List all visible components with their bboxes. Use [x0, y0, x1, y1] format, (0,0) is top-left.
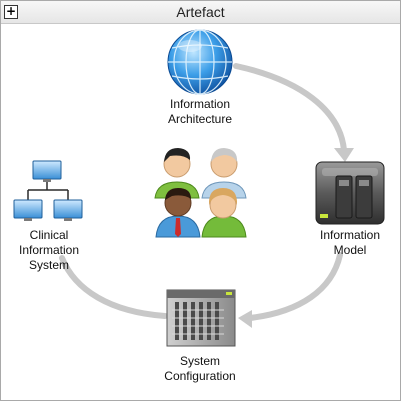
label-line: System — [179, 354, 220, 368]
arrowhead-model — [334, 148, 354, 162]
expand-button[interactable]: + — [4, 4, 18, 19]
label-line: System — [28, 258, 69, 272]
label-line: Clinical — [29, 228, 69, 242]
people-group-icon — [154, 148, 247, 238]
globe-icon — [167, 29, 233, 95]
arrow-model-to-configuration — [247, 252, 343, 321]
window-title: Artefact — [176, 4, 225, 20]
node-label-information-architecture: Information Architecture — [150, 97, 250, 127]
label-line: Model — [333, 243, 367, 257]
network-icon — [13, 160, 83, 221]
arrow-configuration-to-clinical — [59, 255, 168, 319]
label-line: Information — [319, 228, 381, 242]
node-label-clinical-information-system: Clinical Information System — [0, 228, 98, 273]
node-label-system-configuration: System Configuration — [150, 354, 250, 384]
person-icon — [155, 188, 201, 238]
label-line: Architecture — [167, 112, 233, 126]
node-label-information-model: Information Model — [300, 228, 400, 258]
arrow-architecture-to-model — [233, 63, 347, 153]
arrowhead-configuration — [238, 310, 252, 328]
title-bar: + Artefact — [1, 1, 400, 24]
server-icon — [315, 161, 385, 225]
arrow-heads — [238, 148, 354, 328]
server-rack-icon — [166, 289, 236, 347]
label-line: Configuration — [164, 369, 236, 383]
label-line: Information — [18, 243, 80, 257]
flow-arrows — [59, 63, 347, 321]
label-line: Information — [169, 97, 231, 111]
person-icon — [201, 188, 247, 238]
